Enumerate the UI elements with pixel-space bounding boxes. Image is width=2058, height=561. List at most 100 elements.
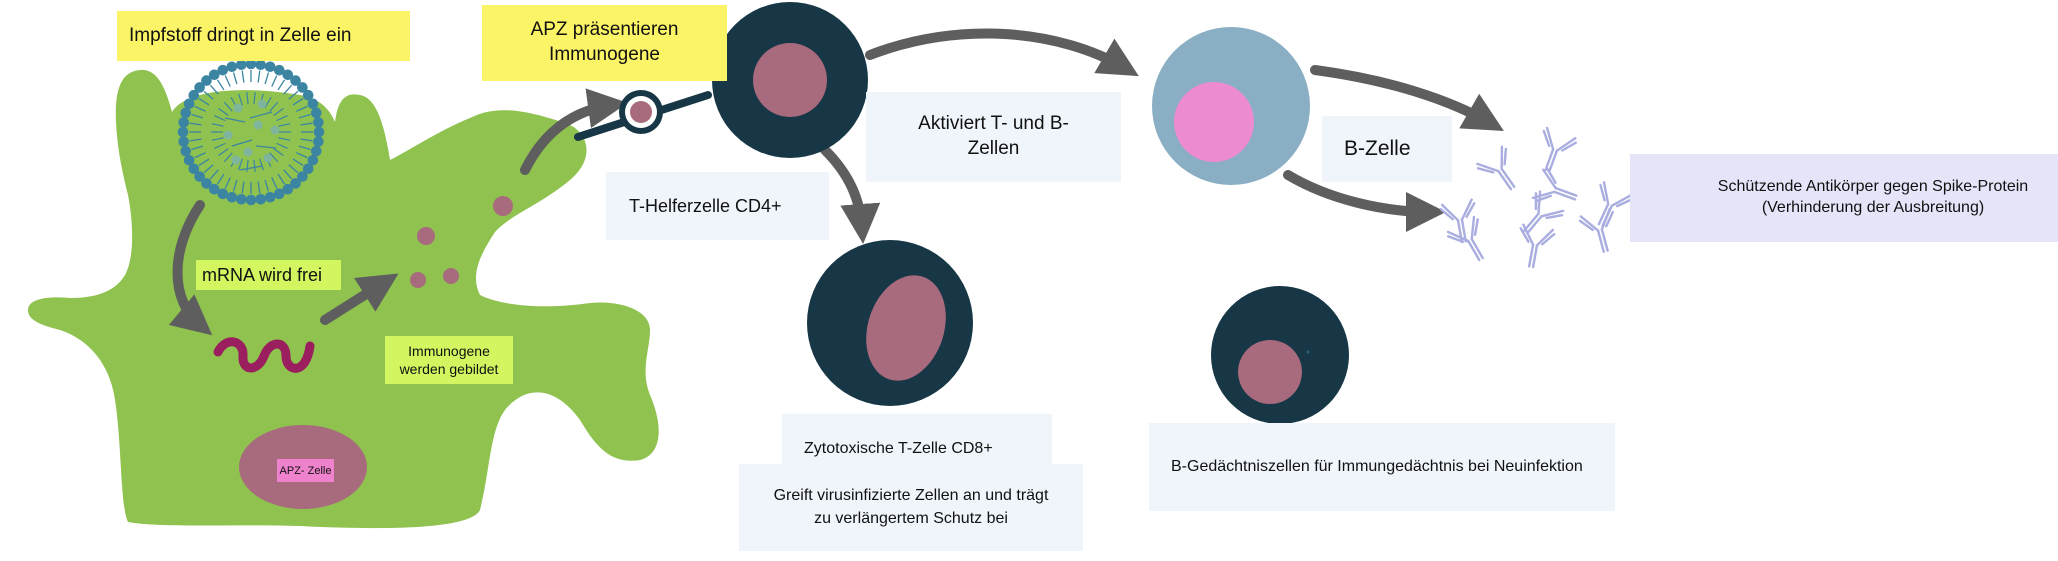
- lipid-inner-tail: [223, 101, 233, 112]
- lipid-inner-tail: [214, 142, 226, 149]
- lipid-tail: [257, 70, 261, 83]
- lipid-inner-tail: [276, 115, 288, 122]
- lipid-inner-tail: [211, 137, 224, 141]
- mrna-strand: [213, 337, 315, 373]
- mrna-payload: [223, 130, 233, 140]
- lipid-tail: [264, 179, 270, 192]
- t-helper-nucleus: [753, 43, 827, 117]
- lipid-tail: [189, 138, 202, 142]
- lipid-tail: [209, 169, 219, 180]
- lipid-tail: [198, 158, 210, 167]
- apc-cell-body: [28, 69, 659, 529]
- lipid-tail: [288, 164, 299, 174]
- label-immunogens-formed: Immunogene werden gebildet: [385, 336, 513, 384]
- lipid-head: [255, 59, 266, 70]
- lipid-head: [236, 59, 247, 70]
- lipid-tail: [203, 90, 214, 100]
- lipid-tail: [292, 97, 304, 106]
- lipid-inner-tail: [278, 123, 291, 127]
- lipid-inner-tail: [211, 123, 224, 127]
- lipid-head: [302, 163, 314, 175]
- lipid-inner-tail: [246, 159, 249, 172]
- memory-b-speck: [1306, 350, 1310, 354]
- lipid-inner-tail: [218, 108, 229, 117]
- lipid-head: [282, 69, 294, 81]
- lipid-head: [217, 64, 229, 76]
- lipid-head: [226, 61, 238, 73]
- lipid-head: [297, 82, 308, 93]
- lipid-head: [178, 117, 189, 128]
- antibody-icon: [1531, 168, 1578, 203]
- lipid-tail: [277, 79, 286, 91]
- antibody-icon: [1597, 181, 1633, 227]
- lipid-head: [264, 191, 276, 203]
- lipid-tail: [283, 169, 293, 180]
- lipid-inner-tail: [249, 111, 273, 119]
- lipid-head: [188, 89, 200, 101]
- antibody-icon: [1578, 207, 1614, 253]
- lipid-tail: [298, 145, 311, 151]
- antibodies-cluster: [1439, 126, 1633, 269]
- lipid-head: [226, 191, 238, 203]
- lipid-head: [201, 178, 212, 189]
- lipid-tail: [203, 164, 214, 174]
- lipid-inner-tail: [255, 145, 277, 149]
- label-b-cell: B-Zelle: [1322, 116, 1452, 182]
- presenting-immunogen: [630, 101, 652, 123]
- lipid-head: [310, 107, 322, 119]
- antibody-icon: [1446, 215, 1484, 262]
- memory-b-nucleus: [1238, 340, 1302, 404]
- lipid-tail: [216, 79, 225, 91]
- lipid-tail: [241, 70, 245, 83]
- lipid-tail: [224, 177, 231, 189]
- lipid-tail: [189, 122, 202, 126]
- lipid-tail: [271, 177, 278, 189]
- lipid-head: [236, 194, 247, 205]
- arrow-bcell-to-antibodies-top: [1310, 65, 1504, 131]
- lipid-inner-tail: [231, 139, 253, 147]
- lipid-head: [194, 171, 205, 182]
- lipid-head: [264, 61, 276, 73]
- antibody-icon: [1476, 145, 1516, 191]
- mrna-payload: [257, 99, 267, 109]
- lipid-tail: [241, 181, 245, 194]
- lipid-head: [180, 107, 192, 119]
- antibody-icon: [1519, 223, 1556, 269]
- lipid-head: [313, 126, 325, 138]
- lipid-head: [313, 136, 324, 147]
- lipid-head: [307, 154, 319, 166]
- label-apc-presents: APZ präsentieren Immunogene: [482, 5, 727, 81]
- label-memory-b: B-Gedächtniszellen für Immungedächtnis b…: [1149, 423, 1615, 511]
- lipid-inner-tail: [224, 117, 246, 123]
- lipid-head: [282, 183, 294, 195]
- lipid-inner-tail: [269, 152, 279, 163]
- lipid-tail: [194, 152, 206, 159]
- lipid-tail: [198, 97, 210, 106]
- mrna-payload: [270, 125, 280, 135]
- lipid-tail: [296, 152, 308, 159]
- lipid-head: [297, 171, 308, 182]
- lipid-head: [307, 98, 319, 110]
- lipid-tail: [224, 75, 231, 87]
- lipid-tail: [191, 145, 204, 151]
- lipid-tail: [298, 113, 311, 119]
- lipid-head: [188, 163, 200, 175]
- lipid-tail: [271, 75, 278, 87]
- b-cell-nucleus: [1174, 82, 1254, 162]
- lipid-head: [208, 69, 220, 81]
- lipid-inner-tail: [238, 158, 243, 171]
- label-activates-tb: Aktiviert T- und B-Zellen: [866, 92, 1121, 182]
- arrow-to-cytotoxic: [820, 145, 881, 244]
- lipid-head: [208, 183, 220, 195]
- lipid-head: [178, 136, 189, 147]
- label-t-helper: T-Helferzelle CD4+: [606, 172, 829, 240]
- lipid-tail: [257, 181, 261, 194]
- lipid-tail: [194, 105, 206, 112]
- lipid-head: [183, 154, 195, 166]
- immunogen-dot: [417, 227, 435, 245]
- immunogen-dot: [410, 272, 426, 288]
- lipid-head: [302, 89, 314, 101]
- arrow-to-activation: [865, 28, 1139, 77]
- lipid-tail: [283, 84, 293, 95]
